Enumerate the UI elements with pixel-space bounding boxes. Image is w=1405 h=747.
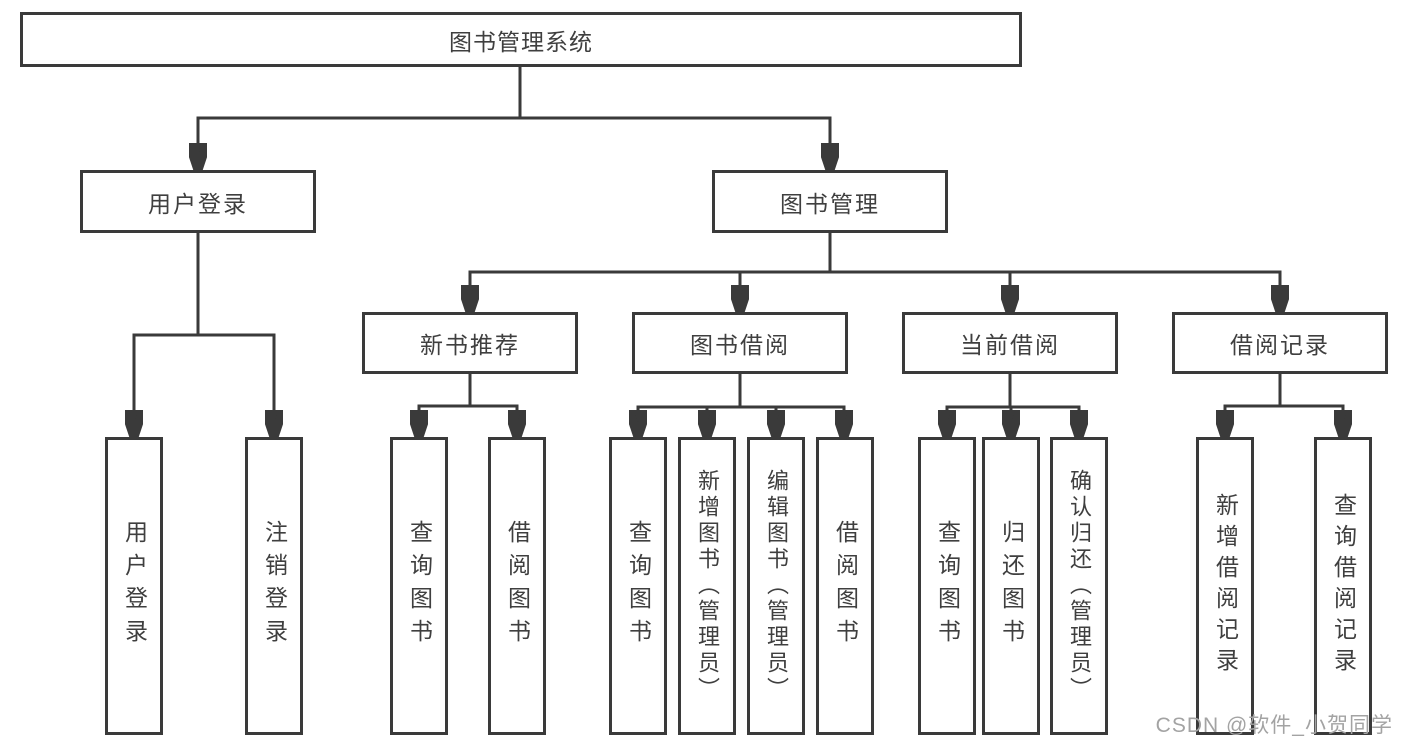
leaf-query-books-current: 查询图书 [918,437,976,735]
leaf-borrow-books-label: 借阅图书 [832,520,859,652]
node-root-label: 图书管理系统 [449,28,593,55]
leaf-query-books-current-label: 查询图书 [934,520,961,652]
connector-root-to-level2 [198,65,830,172]
leaf-add-book-admin-label: 新增图书（管理员） [695,469,720,703]
leaf-query-books-borrow: 查询图书 [609,437,667,735]
leaf-query-books-recommend-label: 查询图书 [406,520,433,652]
connector-new-book-recommend-group [419,372,517,439]
node-book-management: 图书管理 [712,170,948,233]
node-book-management-label: 图书管理 [780,190,880,217]
node-current-borrow: 当前借阅 [902,312,1118,374]
connector-borrow-records-group [1225,372,1343,439]
node-user-login: 用户登录 [80,170,316,233]
leaf-edit-book-admin-label: 编辑图书（管理员） [764,469,789,703]
leaf-add-borrow-record: 新增借阅记录 [1196,437,1254,735]
leaf-return-books: 归还图书 [982,437,1040,735]
leaf-user-login: 用户登录 [105,437,163,735]
leaf-confirm-return-admin-label: 确认归还（管理员） [1067,469,1092,703]
node-root: 图书管理系统 [20,12,1022,67]
leaf-edit-book-admin: 编辑图书（管理员） [747,437,805,735]
leaf-query-books-borrow-label: 查询图书 [625,520,652,652]
leaf-borrow-books: 借阅图书 [816,437,874,735]
node-borrow-records: 借阅记录 [1172,312,1388,374]
node-current-borrow-label: 当前借阅 [960,332,1060,358]
leaf-user-login-label: 用户登录 [121,520,148,652]
node-user-login-label: 用户登录 [148,190,248,217]
connector-book-borrow-group [638,372,844,439]
leaf-logout: 注销登录 [245,437,303,735]
connector-current-borrow-group [947,372,1079,439]
leaf-add-borrow-record-label: 新增借阅记录 [1212,493,1239,679]
connector-user-login-group [134,231,274,439]
leaf-query-books-recommend: 查询图书 [390,437,448,735]
node-new-book-recommend: 新书推荐 [362,312,578,374]
node-borrow-records-label: 借阅记录 [1230,332,1330,358]
connector-book-management-to-level3 [470,231,1280,314]
leaf-logout-label: 注销登录 [261,520,288,652]
leaf-confirm-return-admin: 确认归还（管理员） [1050,437,1108,735]
node-new-book-recommend-label: 新书推荐 [420,332,520,358]
leaf-borrow-books-recommend-label: 借阅图书 [504,520,531,652]
leaf-query-borrow-record-label: 查询借阅记录 [1330,493,1357,679]
csdn-watermark: CSDN @软件_小贺同学 [1155,714,1393,737]
node-book-borrow-label: 图书借阅 [690,332,790,358]
leaf-add-book-admin: 新增图书（管理员） [678,437,736,735]
leaf-borrow-books-recommend: 借阅图书 [488,437,546,735]
leaf-query-borrow-record: 查询借阅记录 [1314,437,1372,735]
node-book-borrow: 图书借阅 [632,312,848,374]
leaf-return-books-label: 归还图书 [998,520,1025,652]
